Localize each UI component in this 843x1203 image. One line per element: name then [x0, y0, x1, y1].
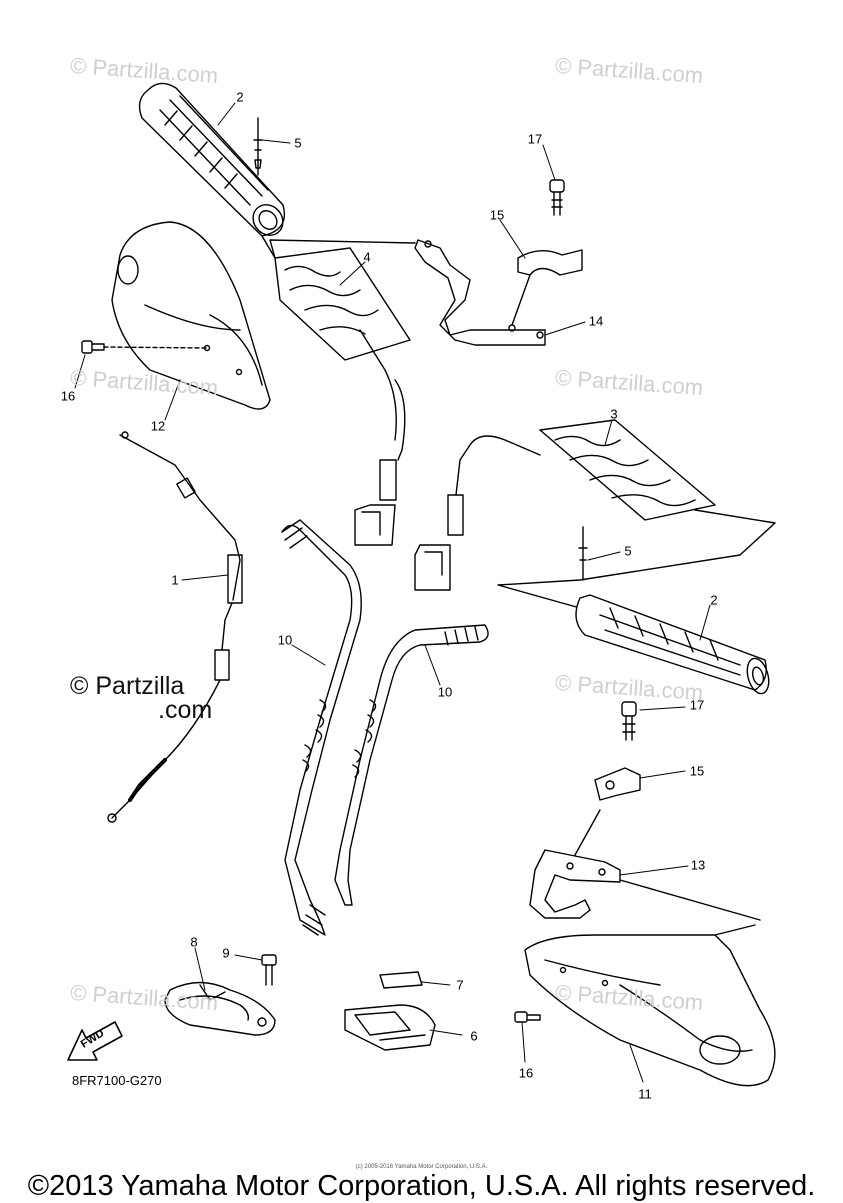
- callout-17: 17: [689, 697, 705, 713]
- bolt-17-top: [549, 179, 565, 216]
- bolt-9: [261, 954, 277, 986]
- callout-7: 7: [456, 977, 464, 993]
- grab-handle-8: [164, 981, 276, 1036]
- leader-lines: [74, 102, 711, 1083]
- bolt-17-lower: [621, 701, 637, 741]
- callout-11: 11: [638, 1086, 652, 1102]
- watermark-main: © Partzilla .com: [70, 672, 212, 724]
- diagram-code: 8FR7100-G270: [72, 1073, 162, 1088]
- callout-14: 14: [588, 313, 604, 329]
- heater-element-right: [414, 419, 716, 591]
- leader-region-right: [497, 509, 776, 609]
- bolt-16-right: [514, 1011, 541, 1023]
- callout-16: 16: [518, 1065, 534, 1081]
- switch-base-6: [344, 1004, 436, 1051]
- callout-17: 17: [527, 131, 543, 147]
- pin-top: [253, 117, 263, 176]
- throttle-cable: [107, 431, 243, 823]
- watermark-main-line2: .com: [158, 696, 213, 724]
- callout-13: 13: [690, 857, 706, 873]
- fwd-arrow-icon: [67, 1021, 123, 1061]
- hand-guard-right: [524, 924, 776, 1087]
- callout-12: 12: [150, 418, 166, 434]
- grip-right: [575, 594, 770, 695]
- callout-16: 16: [60, 388, 76, 404]
- callout-9: 9: [222, 945, 230, 961]
- bracket-13: [529, 849, 761, 921]
- callout-5: 5: [624, 543, 632, 559]
- pin-right: [578, 526, 588, 581]
- callout-15: 15: [489, 207, 505, 223]
- callout-1: 1: [171, 572, 179, 588]
- callout-8: 8: [190, 934, 198, 950]
- callout-3: 3: [610, 406, 618, 422]
- pad-7: [379, 971, 423, 989]
- callout-6: 6: [470, 1028, 478, 1044]
- bolt-16-left: [81, 340, 208, 354]
- callout-4: 4: [363, 249, 371, 265]
- clamp-15-top: [511, 249, 583, 326]
- callout-2: 2: [710, 592, 718, 608]
- watermark-main-line1: © Partzilla: [70, 672, 185, 700]
- hand-guard-left: [111, 221, 271, 410]
- small-copyright: (c) 2005-2016 Yamaha Motor Corporation, …: [355, 1164, 488, 1170]
- clamp-15-lower: [574, 767, 641, 856]
- callout-5: 5: [294, 135, 302, 151]
- grip-top-left: [138, 82, 286, 237]
- footer-copyright: ©2013 Yamaha Motor Corporation, U.S.A. A…: [27, 1170, 816, 1202]
- callout-10: 10: [277, 632, 293, 648]
- callout-2: 2: [236, 89, 244, 105]
- leader-line-4: [261, 235, 416, 259]
- callout-10: 10: [437, 684, 453, 700]
- handlebar-right: [334, 624, 489, 906]
- heater-element-top: [274, 247, 411, 546]
- callout-15: 15: [689, 763, 705, 779]
- handlebar-left: [281, 519, 362, 936]
